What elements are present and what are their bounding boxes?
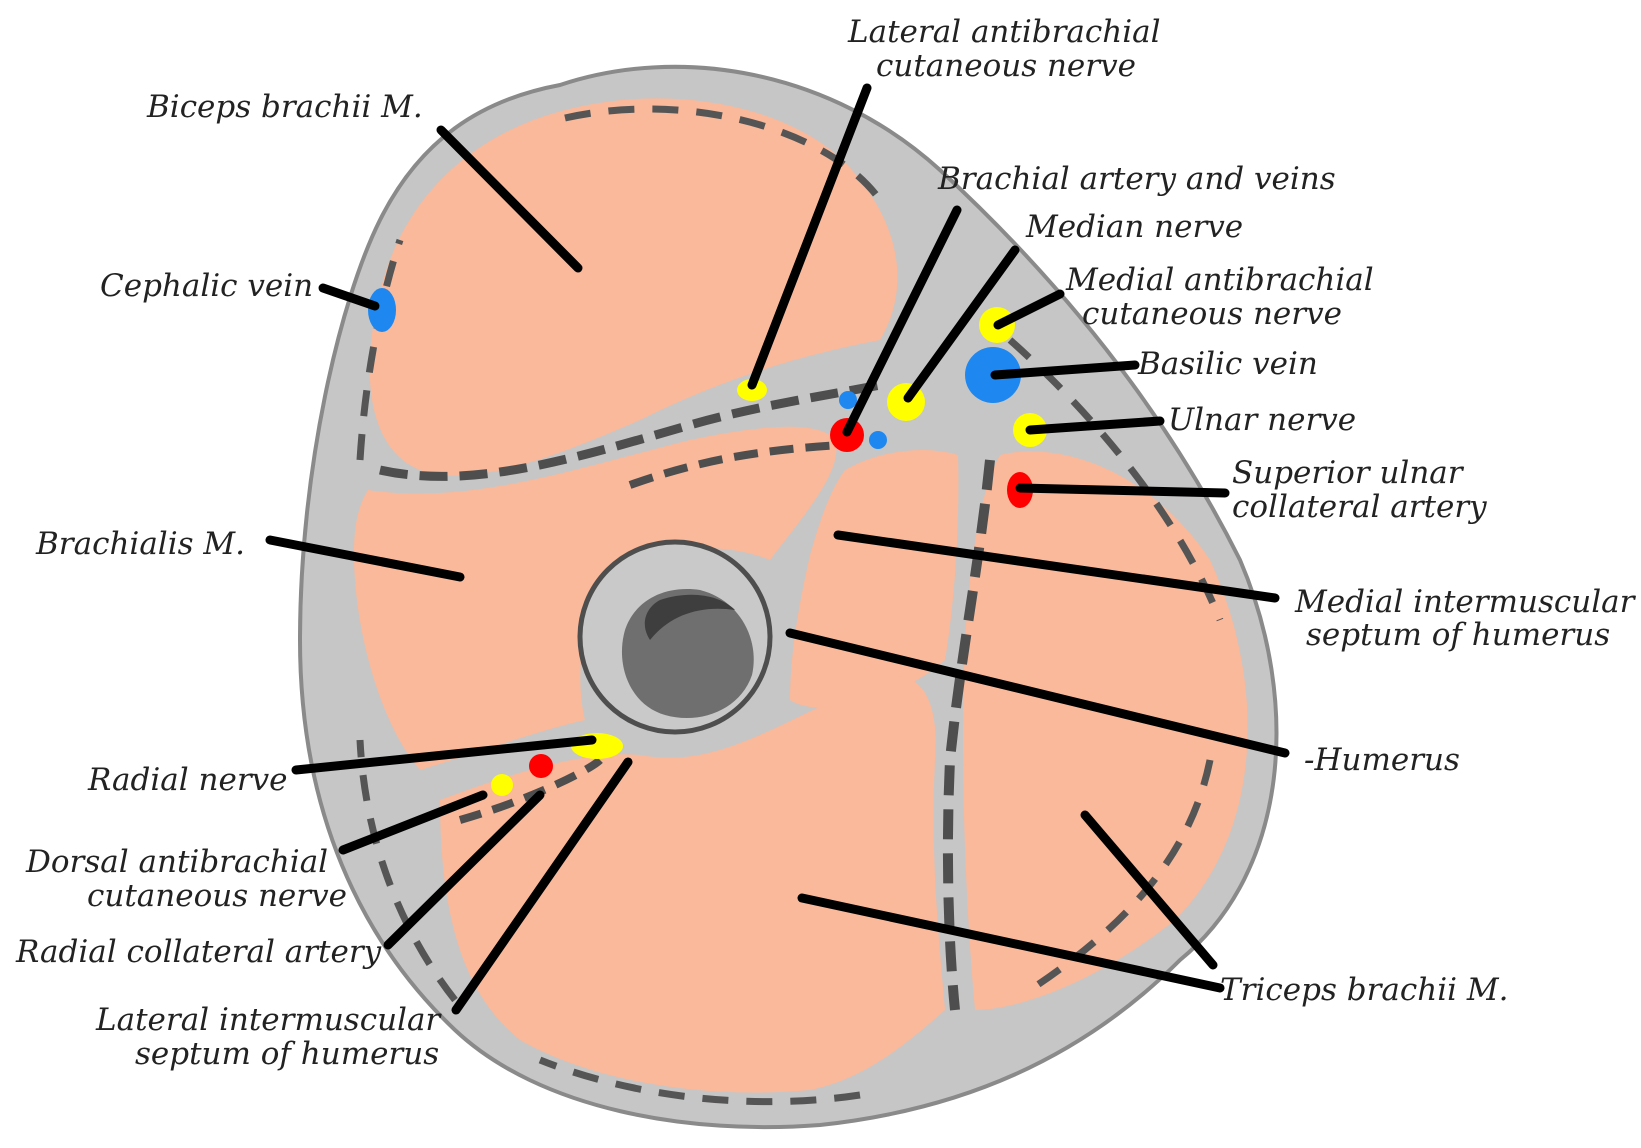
radial-collateral-artery bbox=[529, 754, 553, 778]
label-brachial-artery: Brachial artery and veins bbox=[937, 161, 1336, 197]
label-medial-antibrachial-line2: cutaneous nerve bbox=[1082, 296, 1342, 332]
label-lateral-antibrachial-line2: cutaneous nerve bbox=[876, 48, 1136, 84]
label-lateral-septum-line2: septum of humerus bbox=[135, 1036, 439, 1072]
label-lateral-septum-line1: Lateral intermuscular bbox=[95, 1002, 442, 1038]
label-lateral-antibrachial-line1: Lateral antibrachial bbox=[847, 14, 1161, 50]
label-ulnar-nerve: Ulnar nerve bbox=[1168, 402, 1356, 438]
label-biceps: Biceps brachii M. bbox=[146, 89, 423, 125]
label-dorsal-antibrachial-line1: Dorsal antibrachial bbox=[25, 844, 328, 880]
label-cephalic-vein: Cephalic vein bbox=[100, 268, 313, 304]
label-medial-antibrachial-line1: Medial antibrachial bbox=[1065, 262, 1374, 298]
label-radial-nerve: Radial nerve bbox=[87, 762, 288, 798]
label-superior-ulnar-line1: Superior ulnar bbox=[1232, 455, 1465, 491]
label-humerus: -Humerus bbox=[1304, 742, 1460, 778]
label-median-nerve: Median nerve bbox=[1025, 209, 1243, 245]
label-brachialis: Brachialis M. bbox=[35, 526, 245, 562]
label-basilic-vein: Basilic vein bbox=[1137, 346, 1318, 382]
dorsal-antibrachial-cutaneous-nerve bbox=[491, 774, 513, 796]
label-triceps: Triceps brachii M. bbox=[1220, 972, 1508, 1008]
label-medial-septum-line2: septum of humerus bbox=[1306, 617, 1610, 653]
label-medial-septum-line1: Medial intermuscular bbox=[1294, 584, 1637, 620]
label-radial-collateral: Radial collateral artery bbox=[15, 934, 382, 970]
cephalic-vein bbox=[368, 288, 396, 332]
label-dorsal-antibrachial-line2: cutaneous nerve bbox=[87, 878, 347, 914]
label-superior-ulnar-line2: collateral artery bbox=[1232, 489, 1487, 525]
brachial-vein-2 bbox=[869, 431, 887, 449]
leader-superior-ulnar bbox=[1020, 488, 1225, 493]
brachial-vein-1 bbox=[839, 391, 857, 409]
